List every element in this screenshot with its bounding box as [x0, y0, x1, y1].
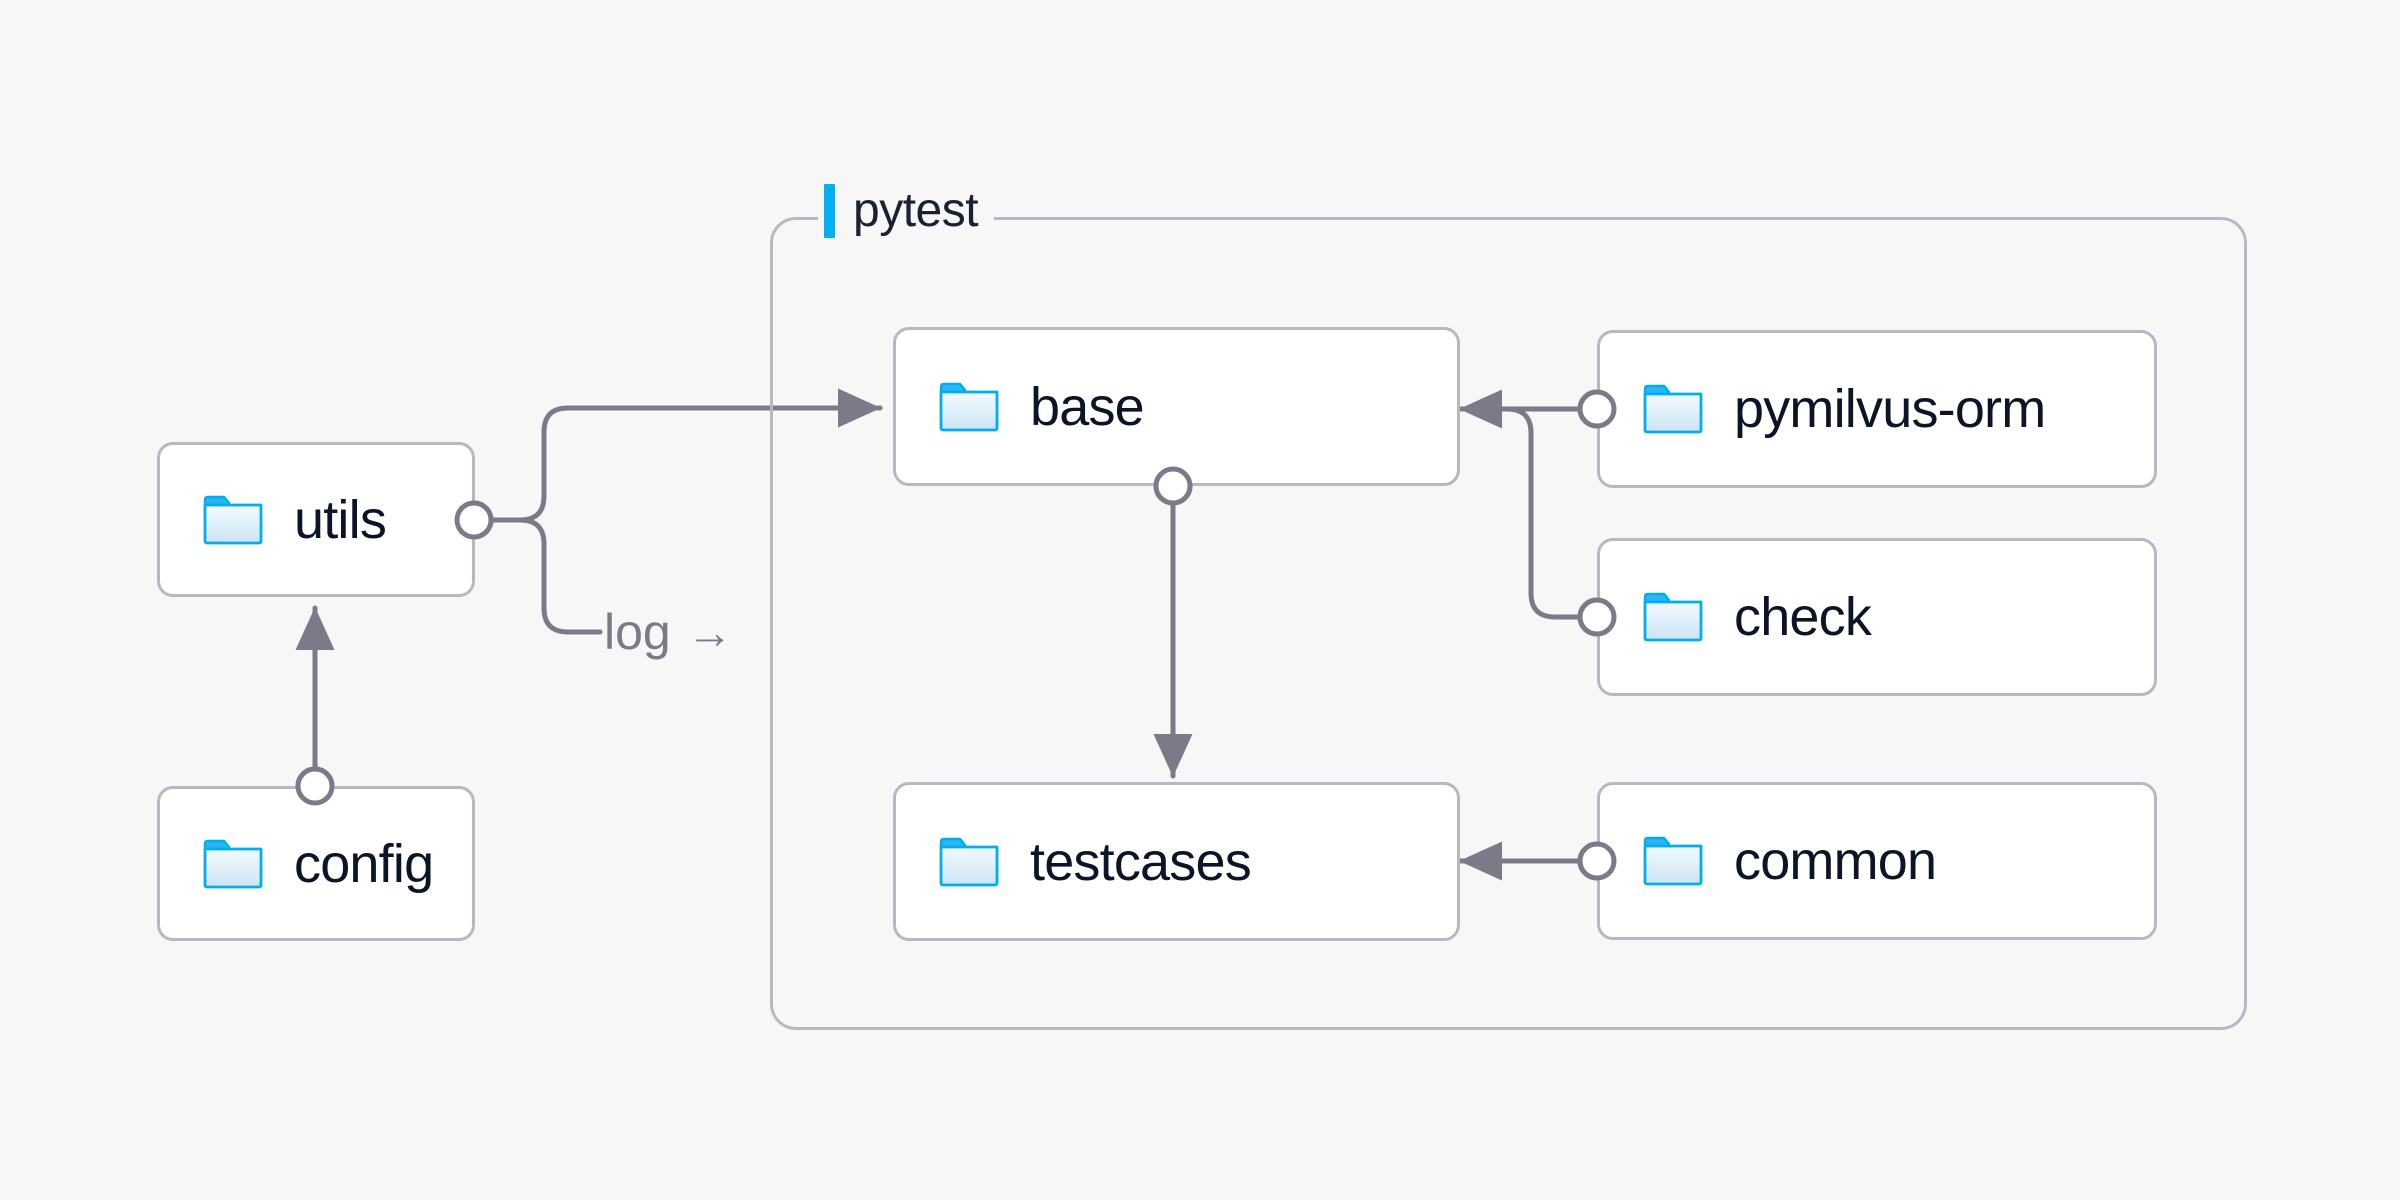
node-label: config	[294, 833, 434, 894]
node-utils[interactable]: utils	[157, 442, 475, 597]
node-check[interactable]: check	[1597, 538, 2157, 696]
node-label: pymilvus-orm	[1734, 379, 2046, 439]
folder-icon	[203, 495, 263, 544]
node-common[interactable]: common	[1597, 782, 2157, 940]
node-config[interactable]: config	[157, 786, 475, 941]
node-testcases[interactable]: testcases	[893, 782, 1460, 941]
port-check-left-overlay[interactable]	[1577, 597, 1617, 637]
folder-icon	[1643, 384, 1703, 434]
node-label: utils	[294, 489, 387, 550]
port-config-top-overlay[interactable]	[295, 766, 335, 806]
node-label: testcases	[1030, 831, 1252, 892]
port-pymilvus-orm-left-overlay[interactable]	[1577, 389, 1617, 429]
folder-icon	[203, 839, 263, 888]
edge-check-base	[1457, 406, 1582, 620]
folder-icon	[1643, 592, 1703, 642]
node-base[interactable]: base	[893, 327, 1460, 486]
port-utils-right-overlay[interactable]	[454, 500, 494, 540]
folder-icon	[939, 837, 999, 886]
node-label: check	[1734, 587, 1872, 647]
group-title-text: pytest	[853, 184, 979, 237]
node-label: base	[1030, 376, 1145, 437]
group-container-pytest	[770, 217, 2247, 1030]
edge-utils-log	[489, 517, 603, 635]
node-label: common	[1734, 831, 1937, 891]
port-common-left-overlay[interactable]	[1577, 841, 1617, 881]
edge-label-log: log →	[604, 607, 733, 657]
group-label-pytest: pytest	[818, 180, 995, 242]
port-base-bottom-overlay[interactable]	[1153, 466, 1193, 506]
arrow-right-icon: →	[686, 606, 733, 658]
folder-icon	[1643, 836, 1703, 886]
folder-icon	[939, 382, 999, 431]
edge-label-log-text: log	[604, 604, 671, 660]
node-pymilvus-orm[interactable]: pymilvus-orm	[1597, 330, 2157, 488]
group-accent-bar	[824, 184, 835, 238]
